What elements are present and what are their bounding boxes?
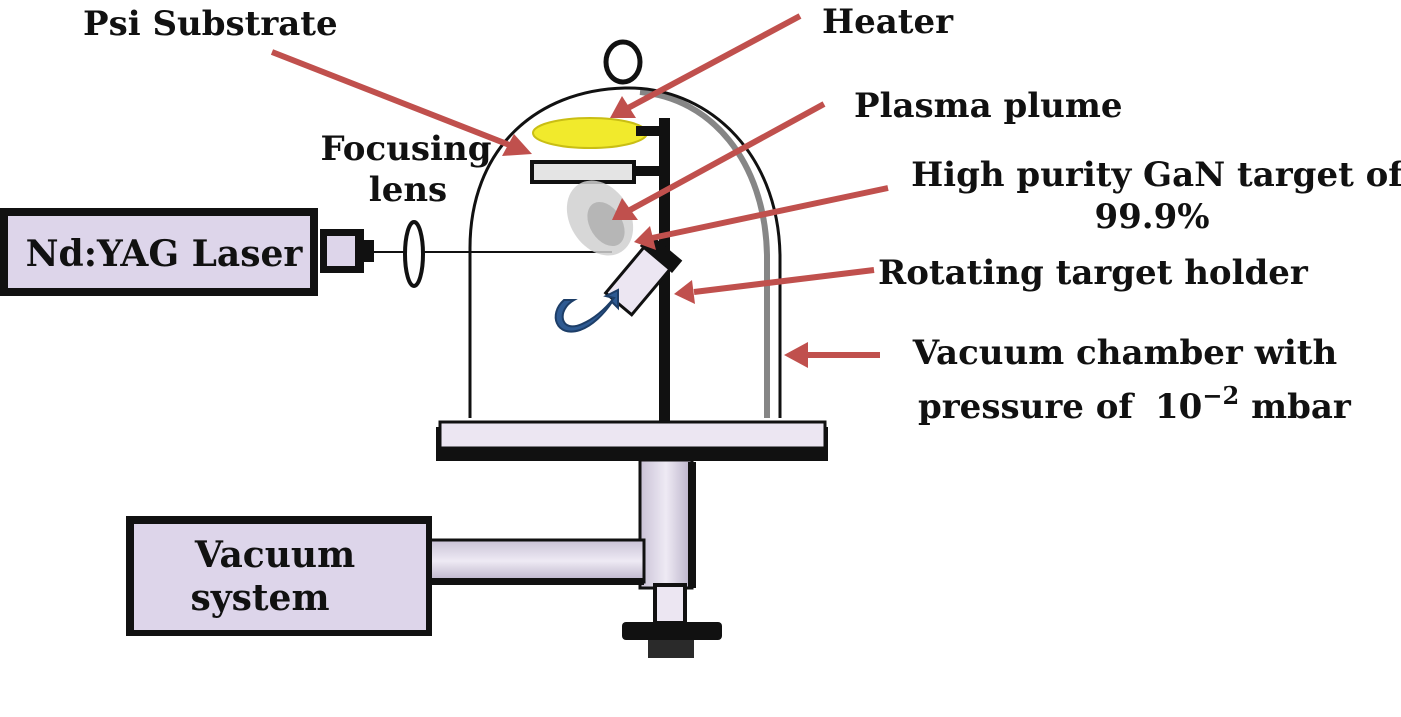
arrow-rotating-holder (674, 267, 875, 304)
vertical-pipe (638, 458, 696, 590)
vacuum-system-box: Vacuum system (126, 516, 432, 636)
label-plasma-plume: Plasma plume (854, 86, 1123, 126)
plasma-plume (566, 180, 634, 256)
label-gan-target-line2: 99.9% (1094, 197, 1209, 237)
label-vacuum-chamber-line2: pressure of 10−2 mbar (918, 381, 1352, 427)
arrow-gan-target (634, 185, 889, 250)
vacuum-chamber (468, 39, 782, 418)
base-plate (436, 420, 828, 461)
rotation-arrow (554, 288, 619, 333)
laser-label: Nd:YAG Laser (26, 233, 304, 275)
focusing-lens (403, 220, 425, 288)
laser-nozzle (320, 229, 374, 273)
bell-jar-handle (603, 39, 643, 85)
label-pressure-prefix: pressure of (918, 387, 1135, 427)
label-rotating-target-holder: Rotating target holder (878, 253, 1309, 293)
arrow-heater (610, 13, 802, 118)
heater-element (532, 117, 648, 149)
label-psi-substrate: Psi Substrate (83, 4, 338, 44)
laser-box: Nd:YAG Laser (0, 208, 318, 296)
psi-substrate (530, 160, 636, 184)
label-focusing-lens-line1: Focusing (321, 129, 492, 169)
arrow-vacuum-chamber (784, 342, 880, 368)
pipe-valve (622, 583, 722, 658)
label-gan-target-line1: High purity GaN target of (911, 155, 1401, 195)
vacuum-system-label-line2: system (190, 577, 329, 619)
label-heater: Heater (822, 2, 954, 42)
bell-jar-outline (468, 86, 782, 418)
horizontal-pipe (428, 538, 646, 585)
label-pressure-base: 10 (1155, 387, 1202, 427)
arrow-plasma-plume (612, 101, 826, 220)
bell-jar-shadow (639, 89, 770, 418)
arrow-psi-substrate (270, 49, 532, 156)
label-pressure-exponent: −2 (1202, 381, 1239, 410)
label-vacuum-chamber-line1: Vacuum chamber with (912, 333, 1337, 373)
annotation-arrows (270, 13, 889, 368)
label-pressure-unit: mbar (1251, 387, 1352, 427)
label-focusing-lens-line2: lens (369, 170, 447, 210)
vacuum-system-label-line1: Vacuum (194, 534, 355, 576)
